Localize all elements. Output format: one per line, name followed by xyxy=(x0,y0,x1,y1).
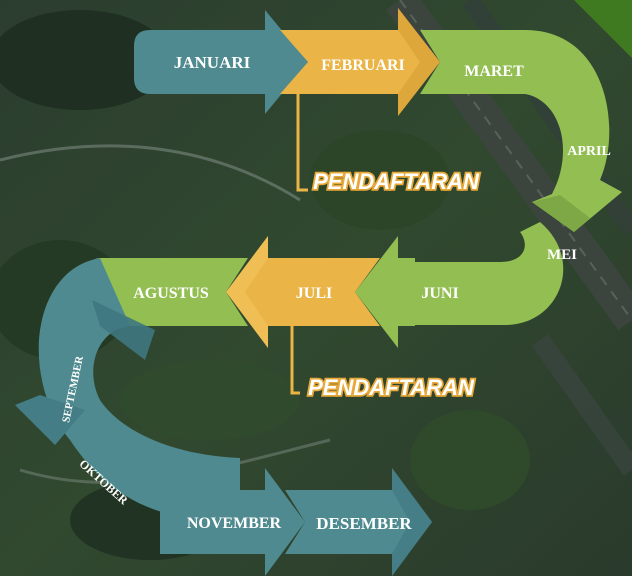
arrow-september-oktober-curve xyxy=(38,258,241,548)
arrow-juli xyxy=(226,236,380,348)
arrow-januari xyxy=(134,10,308,114)
arrow-april-shade xyxy=(532,195,590,232)
arrow-september-head xyxy=(92,300,155,360)
label-agustus: AGUSTUS xyxy=(133,285,209,302)
label-april: APRIL xyxy=(567,144,611,159)
arrow-juni-head xyxy=(355,236,415,348)
label-mei: MEI xyxy=(547,247,577,263)
callout-connector-1 xyxy=(296,94,308,192)
label-desember: DESEMBER xyxy=(316,514,412,533)
arrow-juli-shade xyxy=(226,236,268,348)
callout-pendaftaran-2: PENDAFTARAN xyxy=(308,375,475,400)
corner-accent xyxy=(574,0,632,58)
callout-pendaftaran-1: PENDAFTARAN xyxy=(313,169,480,194)
label-februari: FEBRUARI xyxy=(321,57,405,74)
arrow-maret-mei-curve xyxy=(420,30,622,232)
label-november: NOVEMBER xyxy=(187,515,282,532)
arrow-oktober-shade xyxy=(15,395,85,445)
arrow-februari-shade xyxy=(398,8,440,116)
arrow-desember-shade xyxy=(392,468,432,576)
arrow-februari xyxy=(280,8,440,116)
label-maret: MARET xyxy=(464,63,524,80)
label-juni: JUNI xyxy=(421,285,458,302)
callout-connector-2 xyxy=(290,326,300,395)
arrow-mei-juni-curve xyxy=(375,222,564,325)
arrow-november xyxy=(160,468,305,576)
label-januari: JANUARI xyxy=(174,53,251,72)
arrow-agustus xyxy=(92,258,248,326)
label-juli: JULI xyxy=(296,285,332,302)
